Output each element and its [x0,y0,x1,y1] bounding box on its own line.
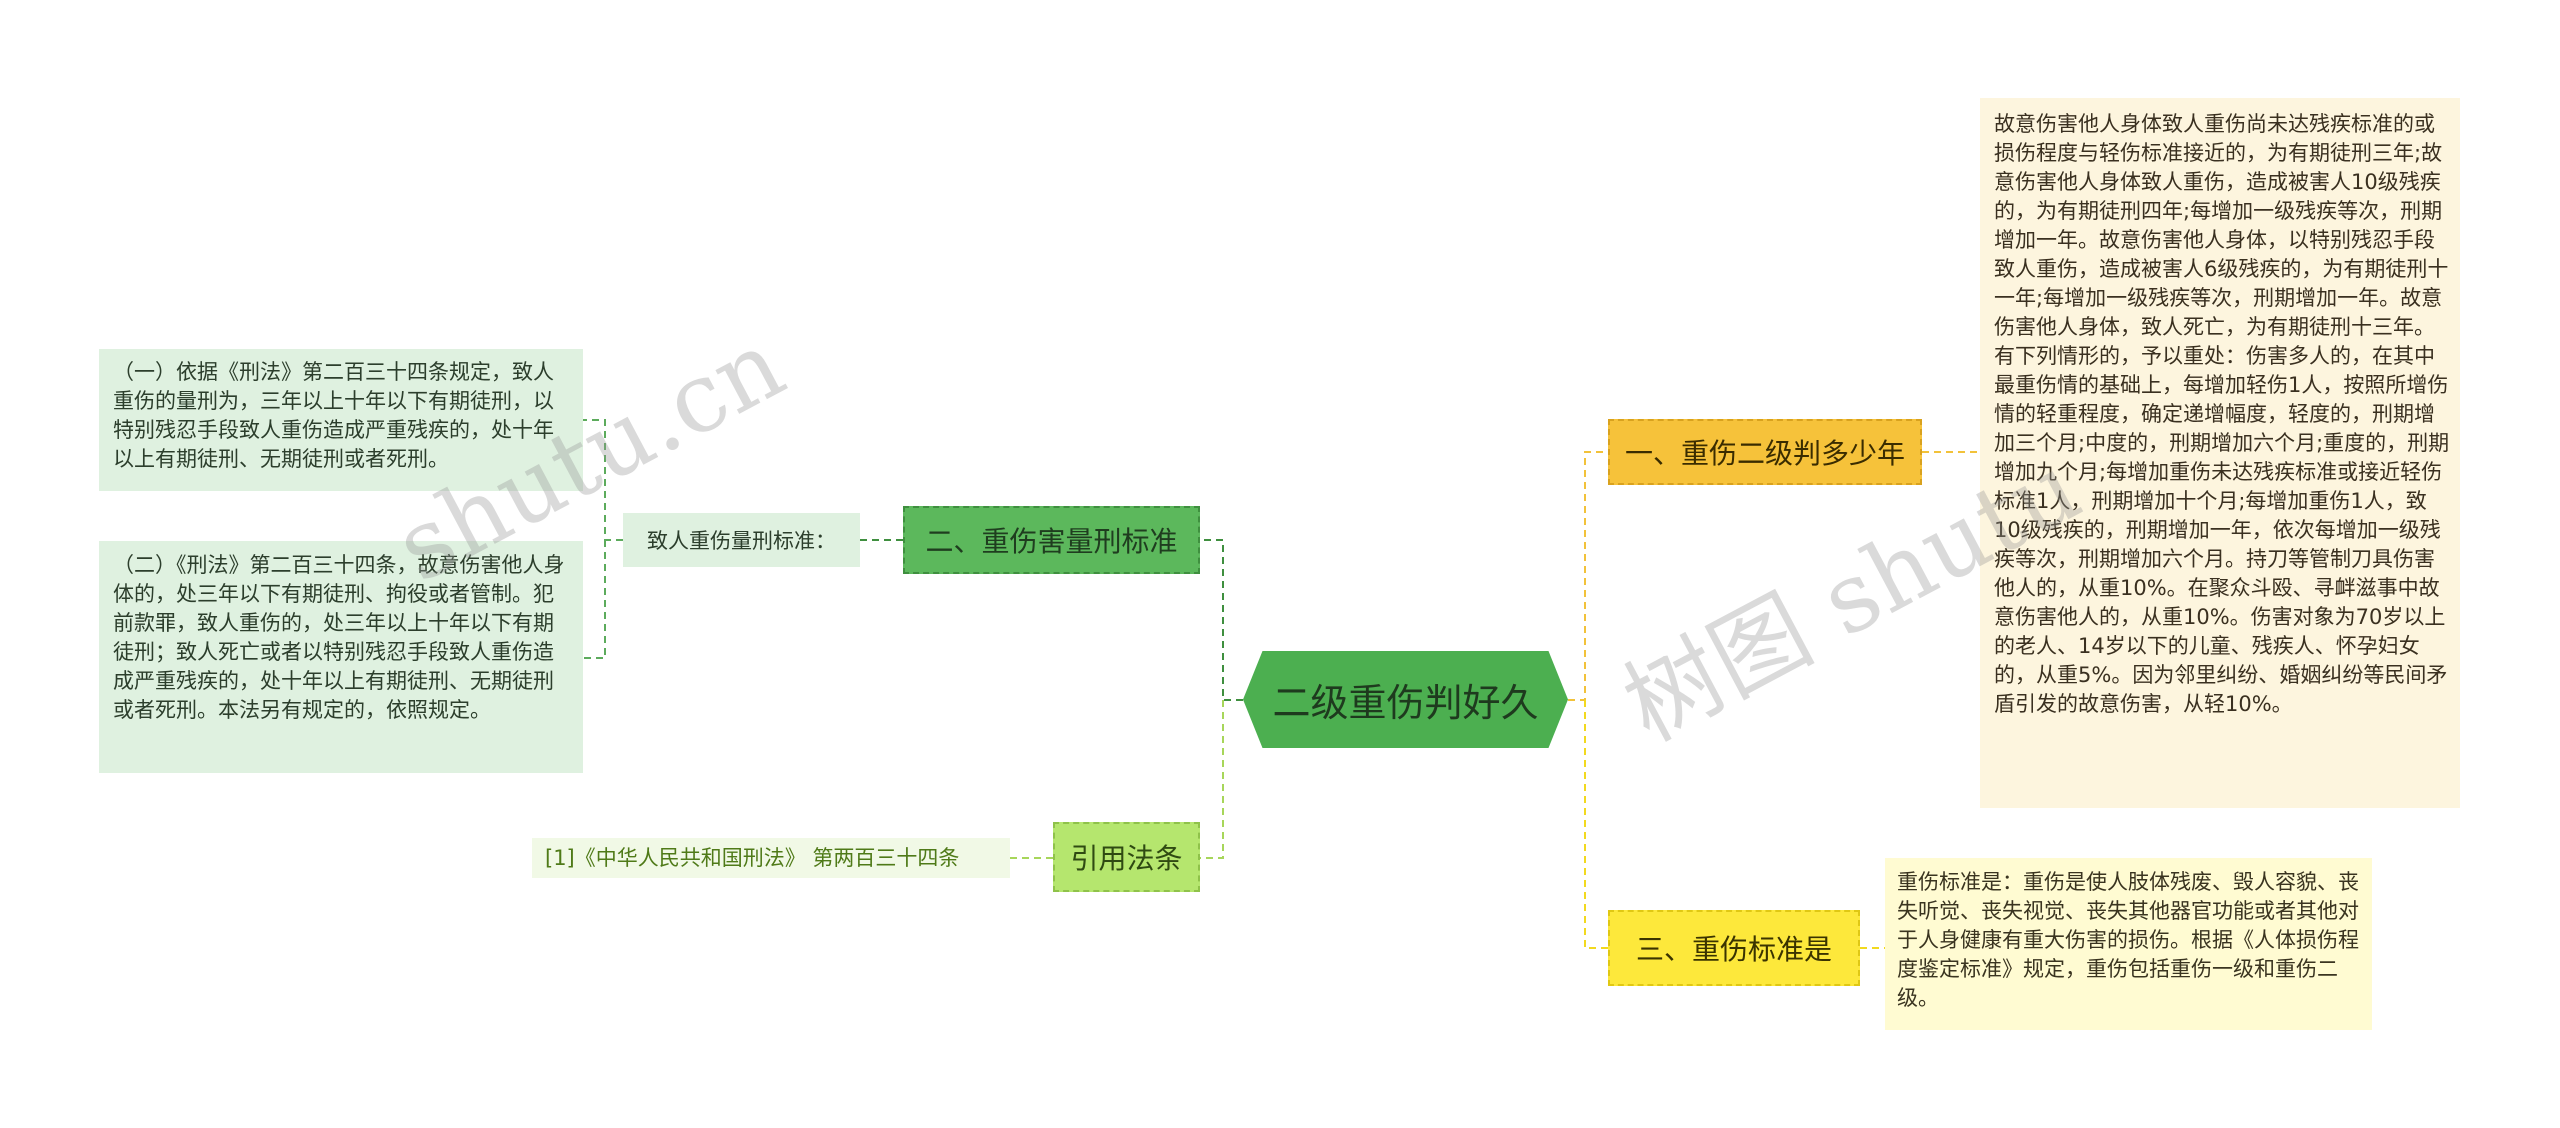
leaf-injury-definition[interactable]: 重伤标准是：重伤是使人肢体残废、毁人容貌、丧失听觉、丧失视觉、丧失其他器官功能或… [1885,858,2372,1030]
branch-label: 引用法条 [1070,842,1183,875]
leaf-sentencing-details[interactable]: 故意伤害他人身体致人重伤尚未达残疾标准的或损伤程度与轻伤标准接近的，为有期徒刑三… [1980,98,2460,808]
subtitle-label: 致人重伤量刑标准： [647,529,836,553]
leaf-text: [1]《中华人民共和国刑法》 第两百三十四条 [545,846,960,870]
leaf-text: （二）《刑法》第二百三十四条，故意伤害他人身体的，处三年以下有期徒刑、拘役或者管… [113,553,565,722]
root-topic[interactable]: 二级重伤判好久 [1243,651,1568,748]
branch-serious-injury-years[interactable]: 一、重伤二级判多少年 [1608,419,1922,485]
leaf-sentencing-clause-2[interactable]: （二）《刑法》第二百三十四条，故意伤害他人身体的，处三年以下有期徒刑、拘役或者管… [99,541,583,773]
leaf-text: （一）依据《刑法》第二百三十四条规定，致人重伤的量刑为，三年以上十年以下有期徒刑… [113,360,554,471]
branch-cited-law[interactable]: 引用法条 [1053,822,1200,892]
root-label: 二级重伤判好久 [1272,681,1539,725]
leaf-text: 重伤标准是：重伤是使人肢体残废、毁人容貌、丧失听觉、丧失视觉、丧失其他器官功能或… [1897,870,2359,1010]
leaf-sentencing-clause-1[interactable]: （一）依据《刑法》第二百三十四条规定，致人重伤的量刑为，三年以上十年以下有期徒刑… [99,349,583,491]
leaf-text: 故意伤害他人身体致人重伤尚未达残疾标准的或损伤程度与轻伤标准接近的，为有期徒刑三… [1994,112,2450,716]
sentencing-standard-subtitle[interactable]: 致人重伤量刑标准： [623,513,860,567]
branch-label: 二、重伤害量刑标准 [925,525,1178,558]
branch-injury-standard[interactable]: 三、重伤标准是 [1608,910,1860,986]
branch-label: 一、重伤二级判多少年 [1624,437,1905,470]
branch-label: 三、重伤标准是 [1635,933,1832,966]
leaf-law-citation[interactable]: [1]《中华人民共和国刑法》 第两百三十四条 [532,838,1010,878]
branch-sentencing-standard[interactable]: 二、重伤害量刑标准 [903,506,1200,574]
